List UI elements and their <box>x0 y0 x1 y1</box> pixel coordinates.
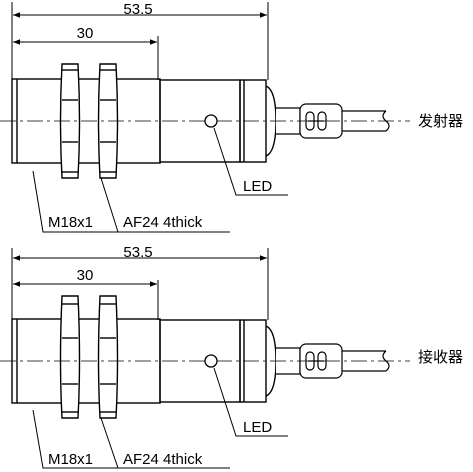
thread-length-dimension <box>13 36 159 80</box>
thread-label: M18x1 <box>48 214 93 231</box>
receiver-drawing: 53.5 30 <box>0 244 463 469</box>
overall-length-dimension <box>11 248 269 320</box>
led-label: LED <box>243 419 272 436</box>
nut-label: AF24 4thick <box>123 451 203 468</box>
nut-label: AF24 4thick <box>123 214 203 231</box>
thread-length-label: 30 <box>77 267 94 284</box>
nut-right <box>97 295 119 419</box>
cable-gland <box>276 103 343 139</box>
role-label: 发射器 <box>418 113 463 130</box>
cable-gland <box>276 343 343 379</box>
overall-length-label: 53.5 <box>123 244 152 261</box>
leader-lines <box>32 127 288 233</box>
thread-length-dimension <box>13 280 159 320</box>
thread-label: M18x1 <box>48 451 93 468</box>
emitter-drawing: 53.5 30 <box>0 1 463 233</box>
nut-left <box>59 295 81 419</box>
thread-length-label: 30 <box>77 25 94 42</box>
overall-length-dimension <box>11 2 269 80</box>
led-indicator <box>204 114 218 128</box>
overall-length-label: 53.5 <box>123 1 152 18</box>
role-label: 接收器 <box>418 349 463 366</box>
leader-lines <box>32 367 288 469</box>
led-indicator <box>204 354 218 368</box>
led-label: LED <box>243 178 272 195</box>
